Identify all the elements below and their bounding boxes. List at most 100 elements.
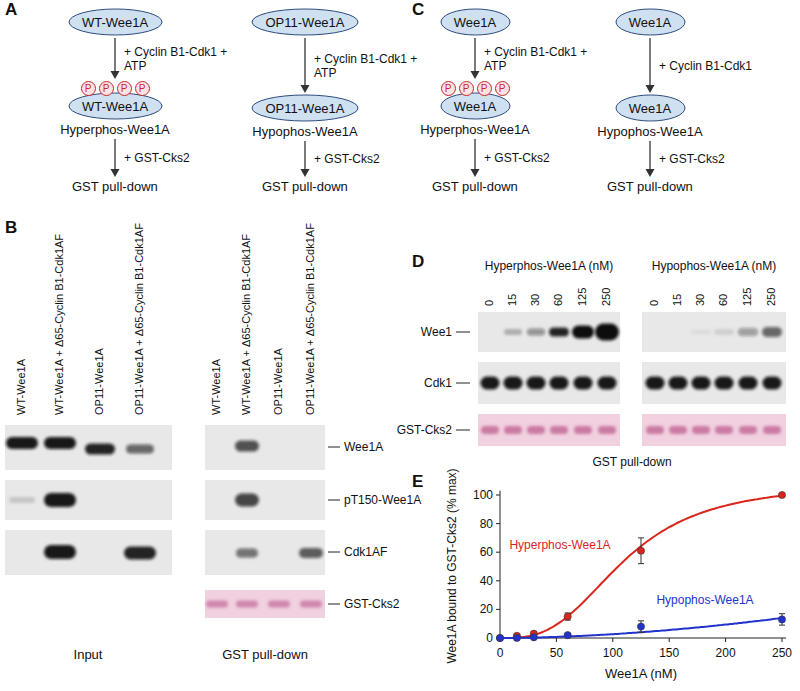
data-point: [564, 613, 571, 620]
blot-membrane: [205, 425, 325, 470]
data-point: [637, 547, 644, 554]
arrow-head: [646, 169, 655, 177]
marker-tick: [328, 552, 340, 553]
protein-band: [235, 494, 259, 507]
protein-band: [504, 329, 522, 335]
blot-membrane: [642, 312, 786, 352]
protein-oval: OP11-Wee1A: [251, 8, 359, 36]
concentration: 0: [648, 300, 661, 306]
protein-band: [550, 377, 569, 390]
edge-label: + GST-Cks2: [312, 152, 382, 166]
oval-shape: [69, 93, 162, 119]
protein-band: [739, 377, 758, 390]
panel-letter: B: [5, 218, 17, 238]
concentration: 250: [600, 288, 613, 306]
arrow-line: [114, 38, 115, 72]
x-tick: [782, 638, 783, 642]
x-tick: [669, 638, 670, 642]
arrow-line: [474, 139, 475, 170]
y-axis: [500, 491, 501, 638]
lane-header: OP11-Wee1A: [272, 348, 285, 415]
x-tick: [725, 638, 726, 642]
edge-label: + Cyclin B1-Cdk1 + ATP: [122, 45, 238, 73]
protein-band: [527, 329, 545, 336]
panel-letter: C: [412, 0, 424, 20]
fit-curve: [500, 496, 782, 638]
concentration: 0: [483, 300, 496, 306]
blot-membrane: [478, 362, 620, 404]
error-cap: [638, 632, 644, 633]
protein-product: Wee1AHypophos-Wee1A: [596, 94, 704, 139]
arrow-head: [111, 71, 120, 79]
blot-caption: GST pull-down: [222, 647, 308, 663]
phospho-mark: P: [135, 81, 150, 96]
edge-label: + Cyclin B1-Cdk1 + ATP: [312, 52, 428, 80]
phospho-mark: P: [495, 81, 510, 96]
concentration: 125: [576, 288, 589, 306]
oval-shape: [616, 9, 685, 35]
phospho-mark: P: [81, 81, 96, 96]
y-tick: [496, 609, 500, 610]
row-label: GST-Cks2: [397, 423, 452, 437]
protein-band: [763, 426, 781, 434]
step-box: GST pull-down: [70, 178, 160, 195]
oval-shape: [441, 93, 510, 119]
arrow-head: [471, 71, 480, 79]
node-text: GST pull-down: [607, 179, 693, 194]
series-label: Hypophos-Wee1A: [656, 593, 753, 607]
concentration: 30: [694, 294, 707, 306]
row-label: GST-Cks2: [344, 597, 399, 611]
blot-membrane: [205, 590, 325, 618]
concentration: 30: [529, 294, 542, 306]
arrow-connector: [471, 139, 480, 177]
data-point: [530, 634, 537, 641]
blot-membrane: [205, 530, 325, 575]
arrow-connector: [646, 38, 655, 93]
protein-band: [126, 445, 154, 454]
protein-band: [669, 426, 687, 434]
lane-header: OP11-Wee1A + Δ65-Cyclin B1-Cdk1AF: [133, 223, 146, 415]
axis-tick: 60: [480, 545, 493, 559]
node-subtitle: Hyperphos-Wee1A: [420, 122, 530, 137]
blot-caption: GST pull-down: [592, 455, 671, 469]
protein-band: [738, 328, 758, 336]
marker-tick: [328, 604, 340, 605]
protein-band: [646, 377, 665, 390]
arrow-line: [114, 139, 115, 170]
panel-letter: A: [5, 0, 17, 20]
node-text: GST pull-down: [432, 179, 518, 194]
protein-band: [714, 329, 734, 335]
data-point: [778, 616, 785, 623]
concentration: 60: [552, 294, 565, 306]
arrow-head: [301, 169, 310, 177]
axis-tick: 100: [473, 488, 493, 502]
arrow-head: [301, 85, 310, 93]
panel-letter: D: [412, 252, 424, 272]
protein-band: [598, 426, 616, 434]
protein-band: [268, 601, 290, 608]
step-box: GST pull-down: [430, 178, 520, 195]
node-text: Wee1A: [629, 15, 671, 30]
protein-band: [763, 377, 782, 390]
lane-header: OP11-Wee1A: [93, 348, 106, 415]
row-label: Cdk1AF: [344, 545, 387, 559]
protein-band: [691, 330, 711, 335]
y-tick: [496, 580, 500, 581]
arrow-connector: [646, 141, 655, 177]
axis-tick: 40: [480, 574, 493, 588]
protein-band: [235, 441, 259, 452]
node-subtitle: Hyperphos-Wee1A: [60, 122, 170, 137]
fit-curve: [500, 618, 782, 638]
arrow-head: [111, 169, 120, 177]
marker-tick: [456, 332, 470, 333]
phospho-mark: P: [459, 81, 474, 96]
lane-header: WT-Wee1A: [15, 359, 28, 415]
row-label: Wee1A: [344, 440, 383, 454]
arrow-connector: [301, 141, 310, 177]
protein-band: [572, 326, 594, 339]
blot-caption: Input: [74, 647, 103, 663]
protein-band: [574, 426, 592, 434]
protein-band: [300, 601, 322, 608]
node-text: GST pull-down: [72, 179, 158, 194]
edge-label: + GST-Cks2: [482, 151, 552, 165]
